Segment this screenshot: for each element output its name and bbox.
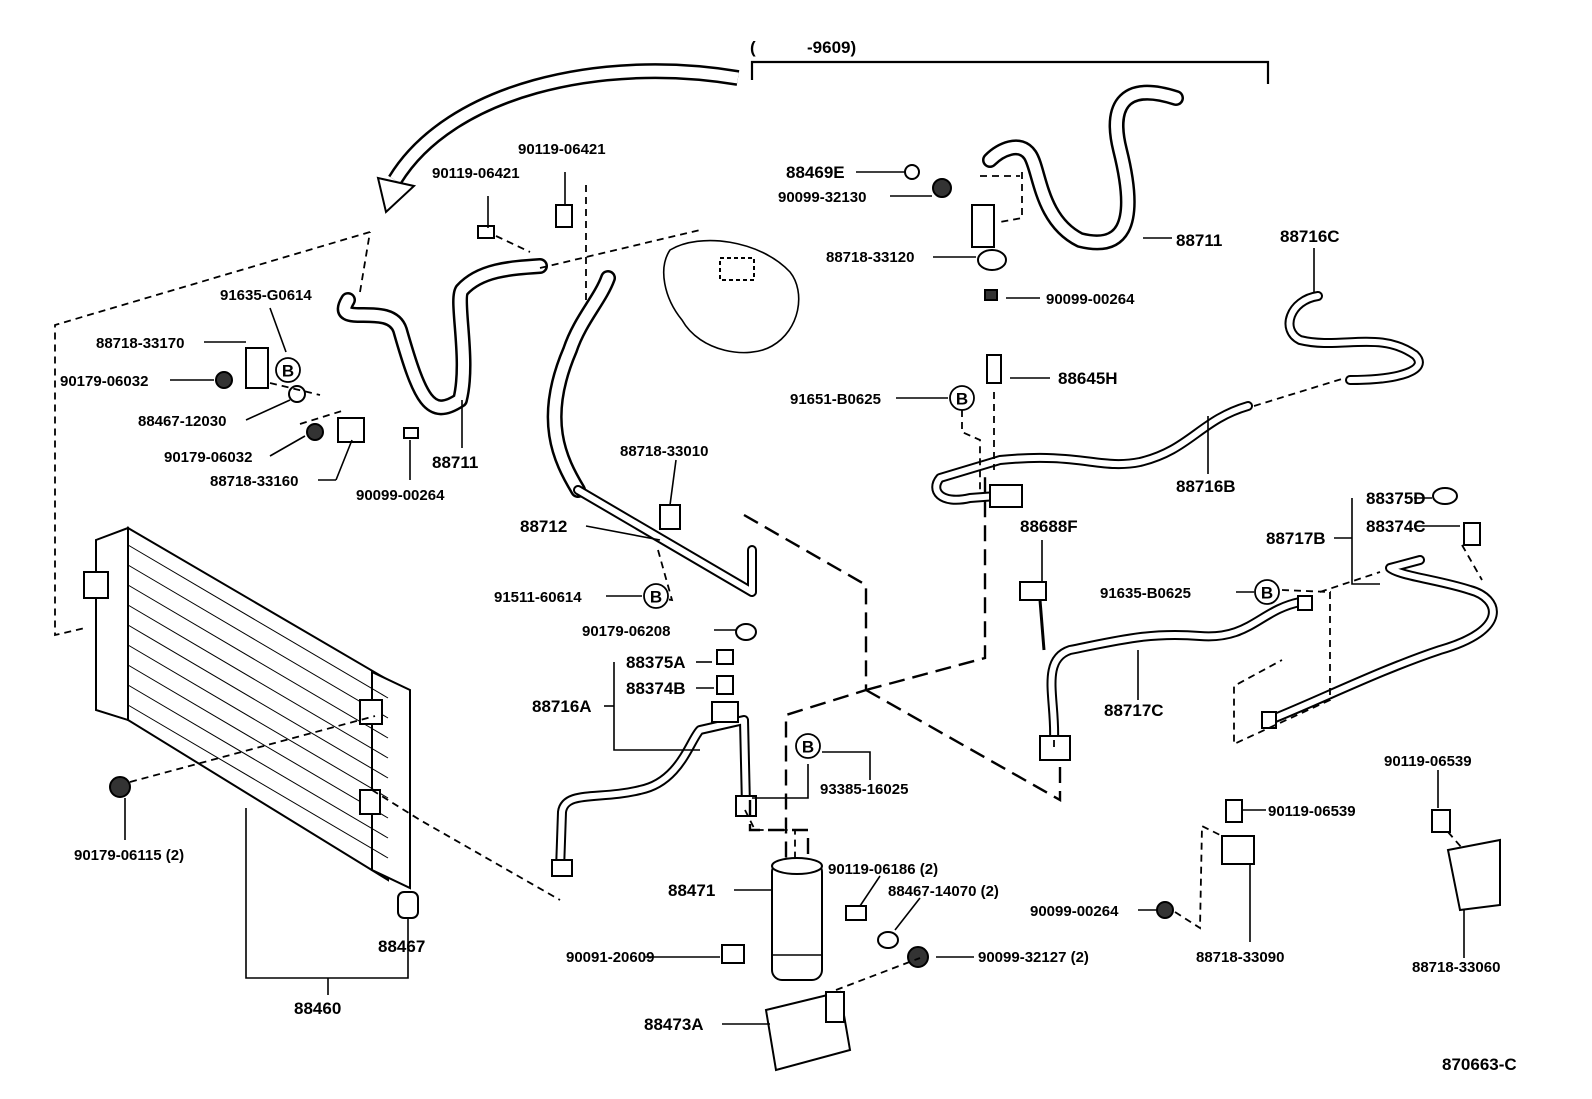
pipe-88717B: [1265, 555, 1498, 725]
label-90099-32130: 90099-32130: [778, 189, 866, 206]
hose-88711-left: [336, 258, 548, 416]
label-91511-60614: 91511-60614: [494, 589, 582, 606]
label-90179-06115: 90179-06115 (2): [74, 847, 184, 864]
bracket-open: (: [750, 38, 756, 57]
label-90119-06421-b: 90119-06421: [432, 165, 520, 182]
svg-text:B: B: [650, 588, 662, 607]
label-90179-06032-a: 90179-06032: [60, 373, 148, 390]
label-88718-33160: 88718-33160: [210, 473, 298, 490]
label-91635-B0625: 91635-B0625: [1100, 585, 1191, 602]
label-88717B: 88717B: [1266, 529, 1326, 548]
diagram-code: 870663-C: [1442, 1055, 1517, 1074]
label-91635-G0614: 91635-G0614: [220, 287, 312, 304]
label-88471: 88471: [668, 881, 715, 900]
small-parts: [109, 164, 1501, 968]
label-90119-06186: 90119-06186 (2): [828, 861, 938, 878]
svg-text:B: B: [956, 390, 968, 409]
label-88374C: 88374C: [1366, 517, 1426, 536]
label-88718-33120: 88718-33120: [826, 249, 914, 266]
receiver-dryer: [771, 857, 823, 981]
label-88716A: 88716A: [532, 697, 592, 716]
label-90099-00264-mid: 90099-00264: [356, 487, 445, 504]
label-88645H: 88645H: [1058, 369, 1118, 388]
compressor-outline: [662, 239, 800, 354]
pipe-88716B: [931, 401, 1253, 505]
label-88716B: 88716B: [1176, 477, 1236, 496]
ref-mark-b-2: B: [949, 385, 975, 411]
pipe-88717C: [1046, 597, 1305, 745]
ref-mark-b-5: B: [795, 733, 821, 759]
label-88716C: 88716C: [1280, 227, 1340, 246]
label-88375D: 88375D: [1366, 489, 1426, 508]
label-88467: 88467: [378, 937, 425, 956]
svg-text:B: B: [282, 362, 294, 381]
ref-mark-b-4: B: [1254, 579, 1280, 605]
label-91651-B0625: 91651-B0625: [790, 391, 881, 408]
label-90091-20609: 90091-20609: [566, 949, 654, 966]
svg-text:B: B: [802, 738, 814, 757]
condenser-assembly: [83, 526, 411, 890]
applicability-arrow: [376, 63, 740, 214]
label-88467-14070: 88467-14070 (2): [888, 883, 999, 900]
part-labels: 90119-06421 90119-06421 88469E 90099-321…: [60, 141, 1517, 1074]
label-90119-06539-a: 90119-06539: [1384, 753, 1472, 770]
label-88374B: 88374B: [626, 679, 686, 698]
label-90099-00264-low: 90099-00264: [1030, 903, 1119, 920]
label-88711-left: 88711: [432, 453, 478, 472]
label-88718-33010: 88718-33010: [620, 443, 708, 460]
bracket-code: -9609): [807, 38, 856, 57]
ref-mark-b-3: B: [643, 583, 669, 609]
hose-88712: [546, 270, 757, 597]
label-88718-33170: 88718-33170: [96, 335, 184, 352]
label-90099-32127: 90099-32127 (2): [978, 949, 1089, 966]
label-90099-00264-top: 90099-00264: [1046, 291, 1135, 308]
ref-mark-b-1: B: [275, 357, 301, 383]
label-88717C: 88717C: [1104, 701, 1164, 720]
hose-88711-top: [982, 84, 1184, 251]
label-88467-12030: 88467-12030: [138, 413, 226, 430]
label-90119-06421-a: 90119-06421: [518, 141, 606, 158]
label-88473A: 88473A: [644, 1015, 704, 1034]
label-90179-06032-b: 90179-06032: [164, 449, 252, 466]
pipe-88716A: [555, 715, 751, 875]
label-88718-33060: 88718-33060: [1412, 959, 1500, 976]
leader-lines: [124, 171, 1465, 1025]
pipe-88716C: [1284, 291, 1424, 385]
label-90119-06539-b: 90119-06539: [1268, 803, 1356, 820]
label-88469E: 88469E: [786, 163, 845, 182]
receiver-bracket: [764, 990, 852, 1072]
label-88718-33090: 88718-33090: [1196, 949, 1284, 966]
label-88460: 88460: [294, 999, 341, 1018]
label-88712: 88712: [520, 517, 567, 536]
label-93385-16025: 93385-16025: [820, 781, 908, 798]
label-88711-top: 88711: [1176, 231, 1222, 250]
svg-text:B: B: [1261, 584, 1273, 603]
date-range-bracket: ( -9609): [750, 38, 1270, 84]
label-90179-06208: 90179-06208: [582, 623, 670, 640]
label-88688F: 88688F: [1020, 517, 1078, 536]
receiver-dash-box: [743, 470, 1062, 862]
label-88375A: 88375A: [626, 653, 686, 672]
